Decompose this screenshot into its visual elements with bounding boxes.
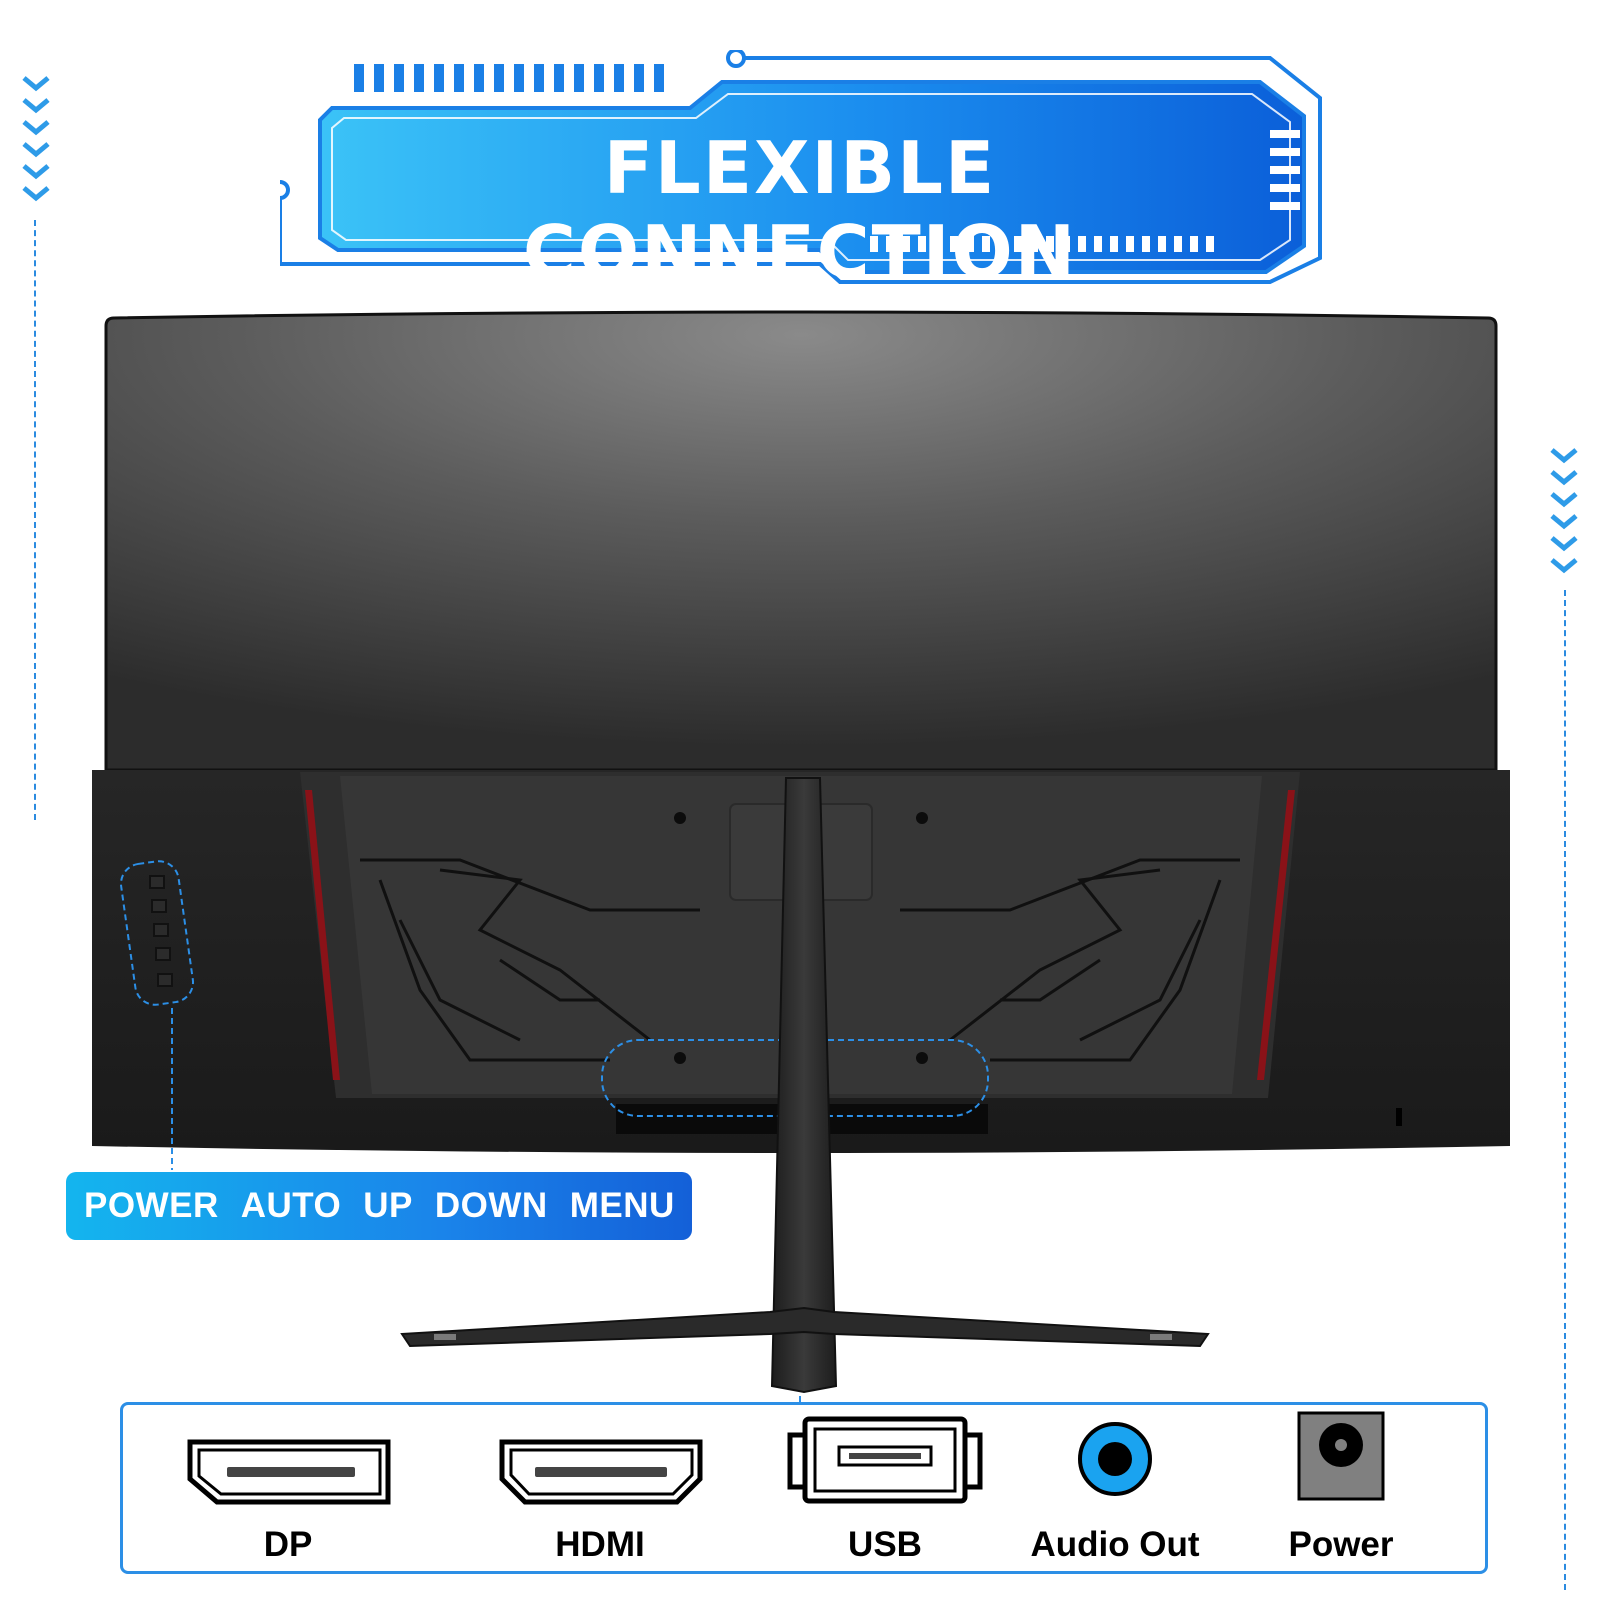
- usb-icon: [787, 1416, 983, 1504]
- button-label-menu: MENU: [569, 1186, 675, 1225]
- button-label-up: UP: [363, 1186, 413, 1225]
- ports-panel: DP HDMI USB Audio Out Pow: [120, 1402, 1488, 1574]
- port-hdmi: HDMI: [495, 1405, 705, 1571]
- audio-jack-icon: [1078, 1422, 1152, 1496]
- right-chevron-decoration: [1550, 448, 1578, 574]
- port-label-audio-out: Audio Out: [1030, 1525, 1200, 1564]
- power-jack-icon: [1297, 1411, 1385, 1501]
- button-label-power: POWER: [84, 1186, 219, 1225]
- page-title: FLEXIBLE CONNECTION: [523, 126, 1077, 294]
- port-label-usb: USB: [848, 1525, 922, 1564]
- button-label-auto: AUTO: [240, 1186, 342, 1225]
- right-dotted-line: [1564, 590, 1566, 1590]
- button-label-down: DOWN: [434, 1186, 548, 1225]
- port-label-dp: DP: [263, 1525, 313, 1564]
- port-label-power: Power: [1288, 1525, 1394, 1564]
- port-usb: USB: [787, 1405, 983, 1571]
- port-power: Power: [1243, 1405, 1439, 1571]
- hdmi-icon: [499, 1439, 703, 1505]
- displayport-icon: [187, 1439, 391, 1505]
- side-buttons-label: POWER AUTO UP DOWN MENU: [66, 1172, 692, 1240]
- port-audio-out: Audio Out: [1017, 1405, 1213, 1571]
- port-label-hdmi: HDMI: [555, 1525, 645, 1564]
- title-banner: [280, 50, 1322, 284]
- port-dp: DP: [183, 1405, 393, 1571]
- left-dotted-line: [34, 220, 36, 820]
- left-chevron-decoration: [22, 76, 50, 202]
